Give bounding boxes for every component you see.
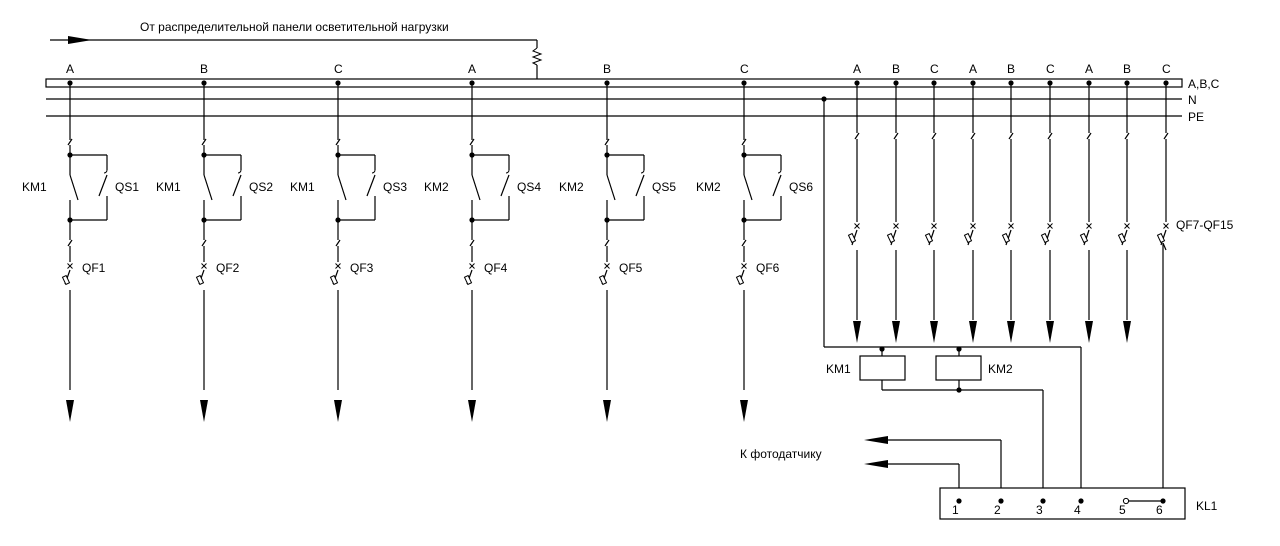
phase-busbar	[45, 78, 1183, 88]
phase-label: B	[1123, 62, 1131, 76]
bus-bars: A,B,C N PE	[45, 77, 1220, 124]
switch-label: QS2	[249, 180, 273, 194]
phase-label: B	[1007, 62, 1015, 76]
incoming-supply: От распределительной панели осветительно…	[50, 20, 543, 86]
branch-line: C	[1156, 62, 1171, 251]
coil-circuit: KM1 KM2	[821, 96, 1164, 500]
phase-label: B	[603, 62, 611, 76]
branch-line: C	[1040, 62, 1055, 343]
branch-line: C	[924, 62, 939, 343]
relay-terminal: 2	[994, 503, 1001, 517]
switch-label: QS1	[115, 180, 139, 194]
contactor-label: KM2	[559, 180, 584, 194]
phase-label: B	[200, 62, 208, 76]
branch-line: A	[1079, 62, 1093, 343]
contactor-label: KM1	[290, 180, 315, 194]
coil-label-km2: KM2	[988, 362, 1013, 376]
phase-label: C	[1162, 62, 1171, 76]
phase-label: A	[853, 62, 861, 76]
relay-terminal: 5	[1119, 503, 1126, 517]
relay-kl1: KL1 1 2 3 4 5 6	[939, 487, 1218, 520]
contactor-label: KM2	[696, 180, 721, 194]
contactor-label: KM1	[156, 180, 181, 194]
branch-line: B	[886, 62, 900, 343]
branch-line: B	[1001, 62, 1015, 343]
bus-label-neutral: N	[1188, 93, 1197, 107]
sensor-label: К фотодатчику	[740, 447, 822, 461]
phase-label: C	[740, 62, 749, 76]
switch-label: QS6	[789, 180, 813, 194]
breaker-label: QF4	[484, 261, 508, 275]
branch-line: A	[847, 62, 861, 343]
relay-box	[939, 487, 1186, 520]
branch-breakers-label: QF7-QF15	[1176, 218, 1234, 232]
contactor-label: KM1	[22, 180, 47, 194]
coil-km2	[935, 355, 982, 381]
bus-label-phases: A,B,C	[1188, 77, 1220, 91]
breaker-label: QF6	[756, 261, 780, 275]
switch-label: QS4	[517, 180, 541, 194]
contactor-label: KM2	[424, 180, 449, 194]
phase-label: B	[892, 62, 900, 76]
phase-label: C	[334, 62, 343, 76]
phase-label: A	[969, 62, 977, 76]
phase-label: A	[66, 62, 74, 76]
breaker-label: QF3	[350, 261, 374, 275]
bus-label-pe: PE	[1188, 110, 1204, 124]
phase-label: C	[930, 62, 939, 76]
phase-label: A	[1085, 62, 1093, 76]
switch-label: QS5	[652, 180, 676, 194]
breaker-label: QF2	[216, 261, 240, 275]
relay-terminal: 3	[1036, 503, 1043, 517]
phase-label: A	[468, 62, 476, 76]
coil-label-km1: KM1	[826, 362, 851, 376]
relay-terminal: 6	[1156, 503, 1163, 517]
coil-km1	[859, 355, 906, 381]
breaker-label: QF1	[82, 261, 106, 275]
relay-terminal: 1	[952, 503, 959, 517]
relay-terminal: 4	[1074, 503, 1081, 517]
branch-line: B	[1117, 62, 1131, 343]
phase-label: C	[1046, 62, 1055, 76]
breaker-label: QF5	[619, 261, 643, 275]
switch-label: QS3	[383, 180, 407, 194]
source-label: От распределительной панели осветительно…	[140, 20, 449, 34]
branch-line: A	[963, 62, 977, 343]
relay-label: KL1	[1196, 499, 1218, 513]
